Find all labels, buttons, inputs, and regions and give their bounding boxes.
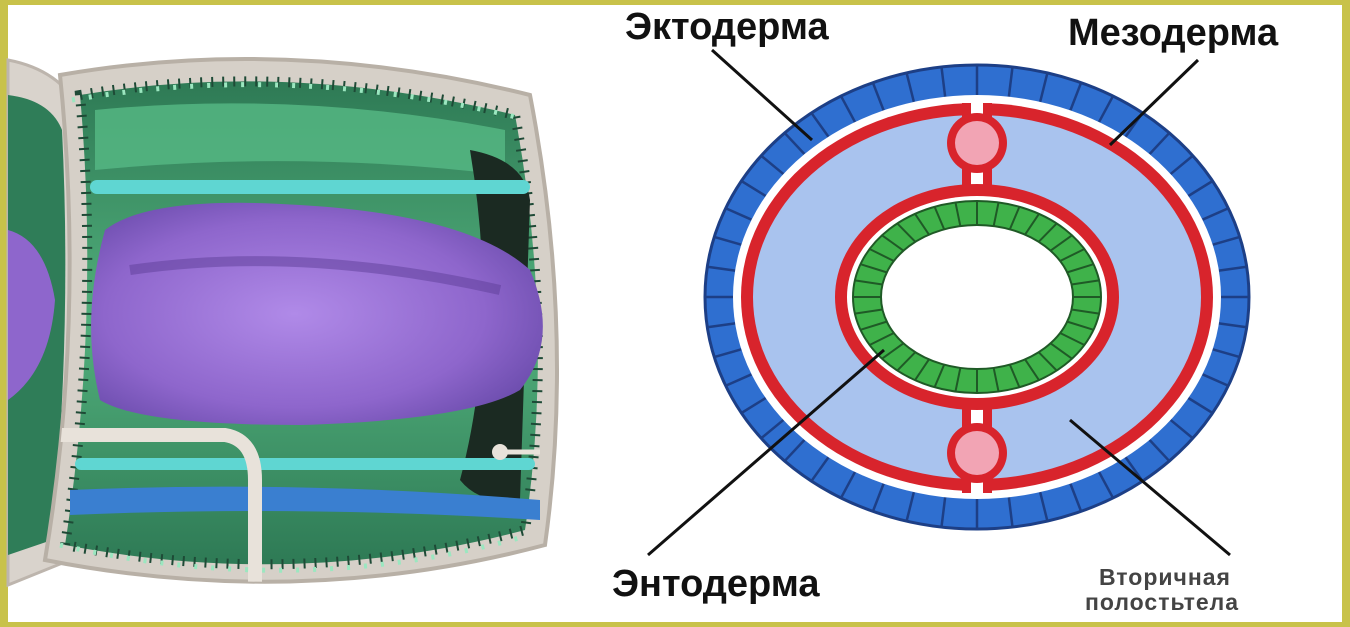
ectoderm-leader (712, 50, 812, 140)
mesoderm-label: Мезодерма (1068, 12, 1278, 55)
endoderm-label: Энтодерма (612, 563, 820, 606)
secondary-cavity-label-line1: Вторичная (1085, 565, 1239, 590)
ectoderm-label: Эктодерма (625, 6, 829, 49)
cross-section-diagram (648, 50, 1249, 555)
worm-segment-illustration (8, 59, 557, 590)
dorsal-vessel (90, 180, 530, 194)
gut-lumen (881, 225, 1073, 369)
secondary-cavity-label-line2: полостьтела (1085, 590, 1239, 615)
secondary-cavity-label: Вторичная полостьтела (1085, 565, 1239, 615)
ventral-vessel (75, 458, 535, 470)
